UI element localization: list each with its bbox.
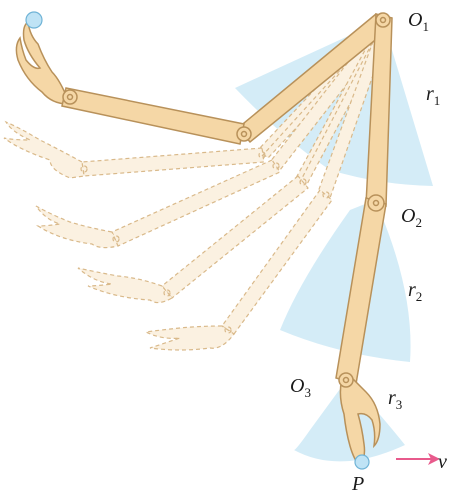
ghost-gripper-1	[3, 120, 85, 179]
pivot-joint-icon-o1	[375, 12, 391, 28]
fore-link-top	[61, 87, 245, 145]
pivot-joint-icon-o2	[367, 194, 385, 212]
label-o3: O3	[290, 375, 311, 400]
pivot-joint-icon-elbow-inner	[240, 130, 248, 138]
top-gripper	[15, 20, 69, 105]
ghost-gripper-3	[77, 267, 173, 304]
ghost-arm-2	[35, 23, 387, 249]
ghost-upper-link-4	[317, 26, 387, 199]
label-r3: r3	[388, 387, 402, 412]
label-r1: r1	[426, 83, 440, 108]
bottom-gripper	[339, 377, 381, 468]
label-o1: O1	[408, 9, 429, 34]
label-p: P	[351, 473, 364, 495]
pivot-joint-icon-o1-inner	[379, 16, 387, 24]
pivot-joint-icon-elbow	[236, 126, 252, 142]
ghost-arm-4	[144, 26, 387, 351]
label-o2: O2	[401, 205, 422, 230]
top-endpoint-icon	[25, 11, 43, 29]
label-r2: r2	[408, 279, 422, 304]
pivot-joint-icon-o3-inner	[342, 376, 350, 384]
pivot-joint-icon-o2-inner	[372, 199, 380, 207]
pivot-joint-icon-wrist	[62, 89, 78, 105]
pivot-joint-icon-o3	[338, 372, 354, 388]
ghost-fore-link-1	[81, 147, 265, 177]
main-arm	[15, 11, 393, 470]
ghost-arm-positions	[3, 21, 387, 351]
pivot-joint-icon-wrist-inner	[66, 93, 74, 101]
right-arrow-icon	[396, 453, 440, 465]
ghost-gripper-2	[35, 205, 119, 249]
label-v: v	[438, 451, 447, 473]
end-effector-icon	[354, 454, 370, 470]
ghost-gripper-4	[144, 325, 235, 351]
ghost-fore-link-2	[111, 159, 281, 247]
